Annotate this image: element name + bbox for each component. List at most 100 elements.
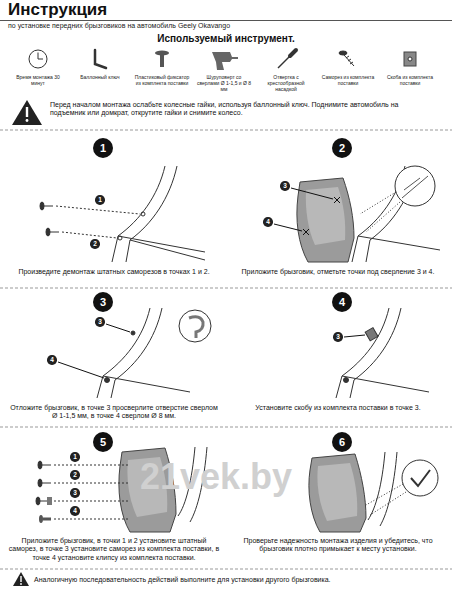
- step5-art-ellipse: [38, 479, 42, 487]
- tool-screw-path: [344, 55, 354, 66]
- step2-art-path: [360, 192, 400, 232]
- tool-clock-path: [38, 53, 43, 60]
- step-number-circle: 6: [332, 432, 352, 452]
- step-number: 5: [100, 437, 106, 448]
- warning-sign-circle: [26, 119, 29, 122]
- step-number: 4: [339, 297, 345, 308]
- callout-number: 1: [73, 454, 77, 461]
- step3-art-circle: [105, 378, 110, 383]
- step-number-circle: 3: [93, 292, 113, 312]
- callout-number: 4: [266, 219, 270, 226]
- step-text-box: Отложите брызговик, в точке 3 просверлит…: [8, 404, 220, 421]
- callout-circle: 2: [70, 470, 80, 480]
- step5-art-path: [40, 501, 47, 502]
- separators-line: [0, 288, 452, 289]
- step3-art-path: [111, 308, 162, 398]
- step-number-circle: 1: [93, 138, 113, 158]
- step3-art: [58, 308, 211, 398]
- step6-art-path: [368, 452, 385, 520]
- tool-clock-circle: [29, 50, 47, 68]
- step-text: Установите скобу из комплекта поставки в…: [255, 404, 420, 411]
- callout-circle: 3: [95, 317, 105, 327]
- tool-screwdriver: [278, 50, 296, 68]
- callout-number: 2: [93, 241, 97, 248]
- section-heading: Используемый инструмент.: [157, 33, 294, 44]
- step1-art-path: [130, 240, 205, 260]
- tool-bracket-rect: [404, 52, 416, 66]
- step2-art: [274, 166, 440, 262]
- tool-drill: [212, 52, 238, 70]
- step6-art-path: [366, 484, 406, 515]
- page-title: Инструкция: [8, 0, 107, 19]
- step4-art: [336, 308, 429, 398]
- step-number: 6: [339, 437, 345, 448]
- tool-caption-box: Время монтажа 30 минут: [9, 74, 67, 86]
- step3-art-path: [103, 376, 190, 392]
- separators-line: [0, 130, 452, 131]
- footer-warning-sign-path: [13, 572, 29, 586]
- callout-circle: 3: [70, 488, 80, 498]
- step4-art-path: [342, 376, 429, 392]
- step-number: 3: [100, 297, 106, 308]
- callout-circle: 3: [333, 332, 343, 342]
- step4-art-rect: [365, 328, 378, 341]
- tool-caption-box: Саморез из комплекта поставки: [319, 74, 377, 86]
- step-text: Проверьте надежность монтажа изделия и у…: [243, 537, 432, 552]
- step2-art-path: [402, 176, 428, 198]
- step-text-box: Приложите брызговик, отметьте точки под …: [232, 268, 444, 276]
- warning-text: Перед началом монтажа ослабьте колесные …: [50, 101, 398, 116]
- step6-art-path: [317, 463, 357, 521]
- step5-art-rect: [43, 518, 51, 521]
- subtitle-box: по установке передних брызговиков на авт…: [8, 22, 448, 30]
- header-rule: [0, 20, 452, 21]
- step-number: 2: [339, 143, 345, 154]
- step1-art-path: [44, 206, 53, 207]
- step-text-box: Произведите демонтаж штатных саморезов в…: [8, 268, 220, 276]
- callout-circle: 3: [280, 181, 290, 191]
- step-text: Отложите брызговик, в точке 3 просверлит…: [10, 404, 218, 419]
- step-number-circle: 2: [332, 138, 352, 158]
- separators-line: [0, 569, 452, 570]
- step6-art: [309, 452, 438, 532]
- callout-number: 4: [50, 357, 54, 364]
- callout-number: 1: [98, 197, 102, 204]
- tool-caption: Баллонный ключ: [80, 74, 119, 80]
- footer-warning-sign: [13, 572, 29, 586]
- tool-plastic-clip-ellipse: [155, 51, 169, 56]
- step1-art-circle: [118, 236, 122, 240]
- tool-caption: Пластиковый фиксатор из комплекта постав…: [135, 74, 189, 86]
- step3-art-path: [58, 324, 130, 378]
- tool-caption-box: Баллонный ключ: [71, 74, 129, 80]
- footer-warning-sign-circle: [20, 583, 22, 585]
- step1-art-circle: [141, 212, 145, 216]
- title-box: Инструкция: [8, 0, 107, 20]
- step1-art-path: [50, 232, 59, 233]
- tool-screwdriver-path: [290, 50, 296, 56]
- watermark-box: 21vek.by: [140, 455, 292, 498]
- step-number-circle: 5: [93, 432, 113, 452]
- tool-plastic-clip-rect: [160, 55, 164, 67]
- tool-screw-ellipse: [339, 51, 347, 55]
- tool-screw: [339, 51, 354, 66]
- callout-number: 2: [73, 472, 77, 479]
- step5-art-rect: [47, 497, 52, 505]
- step6-art-path: [411, 470, 430, 486]
- tool-caption-box: Шуруповерт со сверлами Ø 1-1,5 и Ø 8 мм: [195, 74, 253, 92]
- tool-bracket: [404, 52, 416, 66]
- step2-art-circle: [395, 166, 435, 206]
- callout-circle: 2: [90, 239, 100, 249]
- step2-art-path: [274, 188, 333, 231]
- step1-art-path: [56, 206, 140, 238]
- step-text: Приложите брызговик, отметьте точки под …: [242, 268, 435, 275]
- step4-art-path: [344, 335, 365, 337]
- step2-art-path: [306, 187, 345, 245]
- step-text-box: Приложите брызговик, в точки 1 и 2 устан…: [8, 537, 220, 562]
- step5-art-ellipse: [39, 515, 43, 523]
- tool-caption: Отвертка с крестообразной насадкой: [267, 74, 304, 92]
- step6-art-circle: [402, 460, 438, 496]
- step5-art-ellipse: [36, 497, 40, 505]
- tool-clock: [29, 50, 47, 68]
- tool-wheel-wrench-path: [95, 50, 106, 68]
- warning-sign-rect: [26, 107, 28, 117]
